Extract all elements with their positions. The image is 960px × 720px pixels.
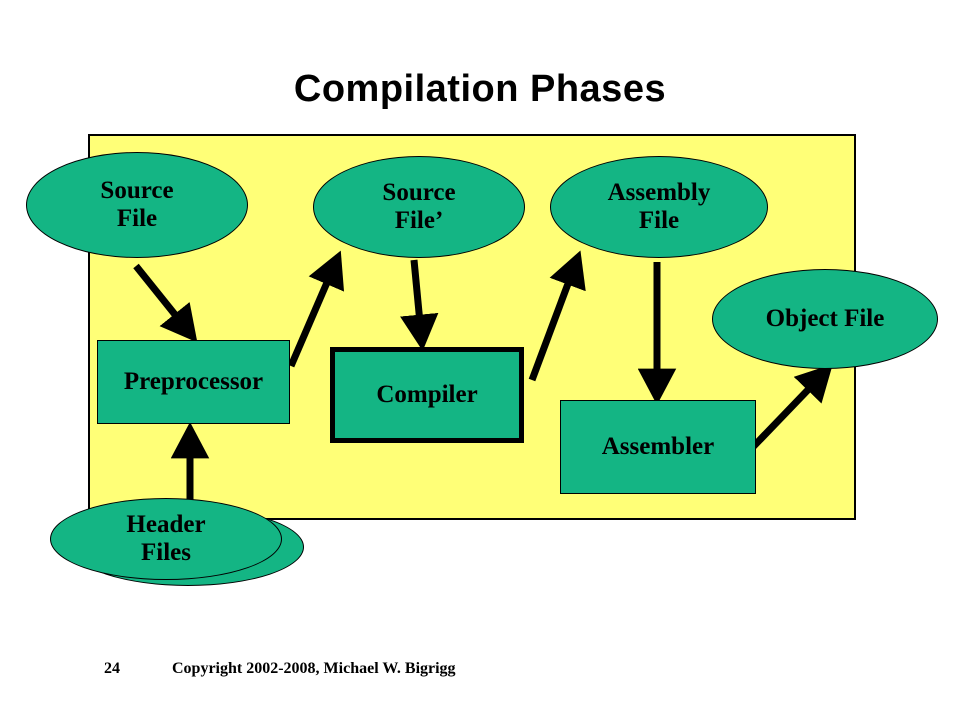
node-assembly-file-label: Assembly File — [607, 179, 711, 234]
node-assembly-file[interactable]: Assembly File — [550, 156, 768, 258]
node-source-file-label: Source File — [100, 177, 174, 232]
node-object-file[interactable]: Object File — [712, 269, 938, 369]
node-compiler-label: Compiler — [376, 381, 478, 408]
node-source-file-prime[interactable]: Source File’ — [313, 156, 525, 258]
node-compiler[interactable]: Compiler — [330, 347, 524, 443]
footer-page-number: 24 — [104, 660, 120, 677]
slide-footer: 24 Copyright 2002-2008, Michael W. Bigri… — [0, 660, 960, 688]
node-header-files[interactable]: Header Files — [50, 498, 282, 580]
node-assembler-label: Assembler — [601, 433, 715, 460]
node-preprocessor-label: Preprocessor — [123, 368, 264, 395]
node-preprocessor[interactable]: Preprocessor — [97, 340, 290, 424]
footer-copyright: Copyright 2002-2008, Michael W. Bigrigg — [172, 660, 456, 677]
node-header-files-label: Header Files — [126, 511, 206, 566]
node-assembler[interactable]: Assembler — [560, 400, 756, 494]
page-title: Compilation Phases — [293, 68, 667, 110]
node-source-file[interactable]: Source File — [26, 152, 248, 258]
node-source-file-prime-label: Source File’ — [382, 179, 456, 234]
node-object-file-label: Object File — [765, 305, 885, 332]
